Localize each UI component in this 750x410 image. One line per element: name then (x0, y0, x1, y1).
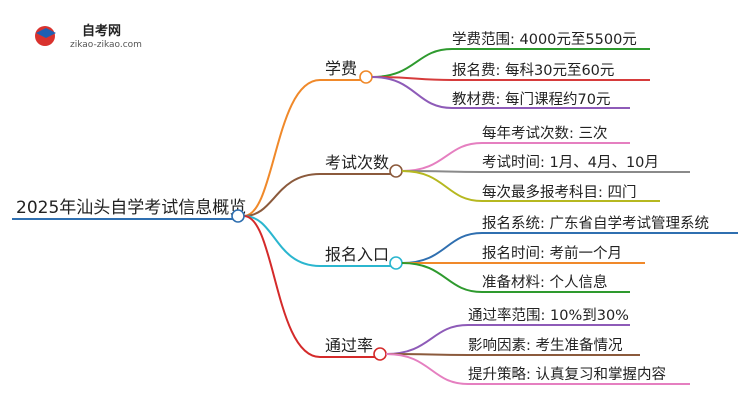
branch-pass-rate: 通过率 通过率范围: 10%到30% 影响因素: 考生准备情况 提升策略: 认真… (320, 307, 690, 385)
branch-label-registration: 报名入口 (325, 245, 389, 264)
leaf-connector (371, 76, 650, 81)
logo-title: 自考网 (82, 23, 121, 39)
site-logo: 自考网 zikao-zikao.com (35, 23, 142, 50)
branch-label-tuition: 学费 (325, 59, 357, 78)
leaf-required-materials: 准备材料: 个人信息 (482, 274, 608, 291)
leaf-connector (401, 170, 690, 173)
leaf-registration-fee: 报名费: 每科30元至60元 (452, 62, 614, 79)
branch-registration: 报名入口 报名系统: 广东省自学考试管理系统 报名时间: 考前一个月 准备材料:… (320, 215, 738, 293)
root-node: 2025年汕头自学考试信息概览 (12, 198, 246, 223)
branch-label-exam-count: 考试次数 (325, 153, 389, 172)
branch-tuition: 学费 学费范围: 4000元至5500元 报名费: 每科30元至60元 教材费:… (320, 31, 650, 109)
branch-circle (359, 70, 373, 84)
connector-root-tuition (243, 79, 321, 217)
branch-circle (389, 256, 403, 270)
leaf-textbook-fee: 教材费: 每门课程约70元 (452, 91, 610, 108)
leaf-connector (371, 48, 650, 78)
leaf-connector (371, 76, 630, 109)
leaf-connector (401, 170, 660, 202)
logo-subtitle: zikao-zikao.com (70, 40, 142, 50)
leaf-connector (401, 232, 738, 264)
leaf-connector (401, 262, 630, 293)
leaf-pass-rate-range: 通过率范围: 10%到30% (468, 307, 629, 324)
branch-label-pass-rate: 通过率 (325, 336, 373, 355)
leaf-connector (401, 142, 630, 172)
leaf-improvement-strategy: 提升策略: 认真复习和掌握内容 (468, 365, 666, 383)
connector-root-pass-rate (243, 215, 321, 358)
leaf-registration-system: 报名系统: 广东省自学考试管理系统 (482, 215, 709, 232)
leaf-connector (385, 353, 640, 356)
connector-root-registration (243, 215, 321, 267)
root-circle (231, 209, 245, 223)
connector-root-exam-count (243, 173, 321, 217)
branch-exam-count: 考试次数 每年考试次数: 三次 考试时间: 1月、4月、10月 每次最多报考科目… (320, 125, 690, 202)
leaf-connector (385, 324, 630, 355)
root-label: 2025年汕头自学考试信息概览 (16, 198, 246, 218)
branch-circle (373, 347, 387, 361)
leaf-tuition-range: 学费范围: 4000元至5500元 (452, 31, 637, 48)
leaf-exam-time: 考试时间: 1月、4月、10月 (482, 154, 659, 171)
logo-cap-icon (36, 28, 56, 38)
leaf-max-subjects: 每次最多报考科目: 四门 (482, 184, 637, 201)
branch-circle (389, 164, 403, 178)
leaf-connector (385, 353, 690, 385)
leaf-exams-per-year: 每年考试次数: 三次 (482, 125, 608, 142)
leaf-influencing-factors: 影响因素: 考生准备情况 (468, 337, 623, 354)
leaf-registration-time: 报名时间: 考前一个月 (482, 245, 622, 262)
